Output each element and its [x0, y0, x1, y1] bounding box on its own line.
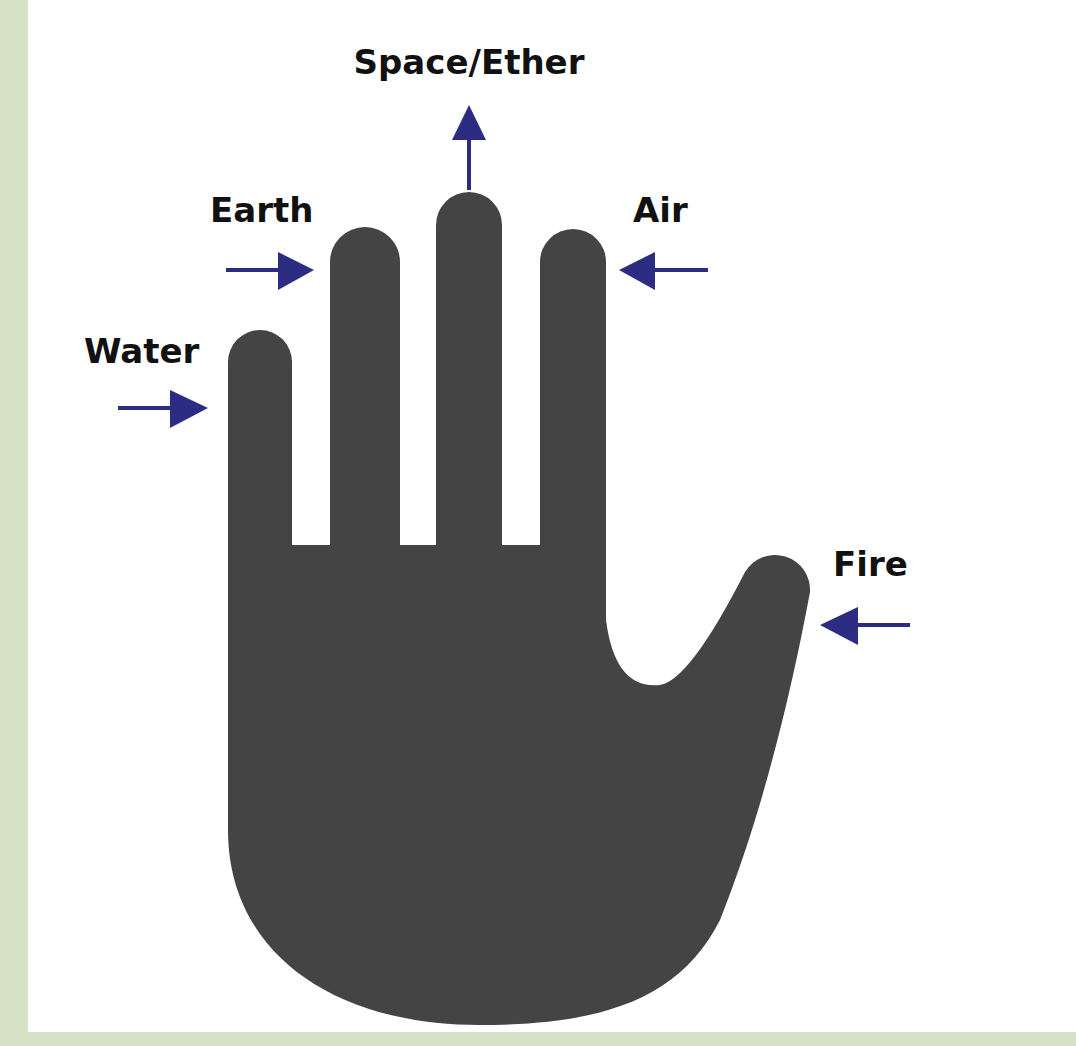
water-arrow-head [170, 390, 208, 428]
hand-silhouette [228, 192, 810, 1025]
element-label: Fire [833, 546, 908, 583]
air-arrow-head [619, 252, 655, 290]
element-label: Air [633, 192, 688, 229]
earth-arrow-head [278, 252, 314, 290]
water-arrow-shaft [118, 406, 172, 410]
fire-arrow-shaft [855, 623, 910, 627]
element-label: Water [84, 333, 199, 370]
white-panel [28, 0, 1076, 1032]
element-label: Space/Ether [354, 44, 585, 81]
fire-arrow-head [820, 607, 858, 645]
earth-arrow-shaft [226, 268, 280, 272]
element-label: Earth [210, 192, 313, 229]
air-arrow-shaft [652, 268, 708, 272]
pointer-arrows [118, 105, 910, 645]
ether-arrow-head [452, 105, 486, 140]
ether-arrow-shaft [467, 138, 471, 190]
